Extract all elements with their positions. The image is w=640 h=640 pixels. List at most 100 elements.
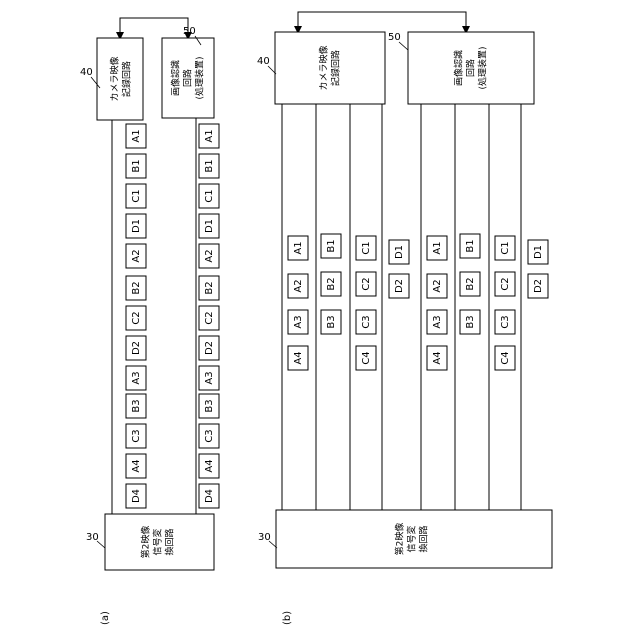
panel-b-camera-frame-label: D2: [394, 279, 405, 293]
panel-a-second-video-converter-text: 第2映像 信号変 換回路: [140, 526, 176, 559]
panel-a-camera-frame-label: C1: [131, 189, 142, 202]
panel-a-recog-frame-label: B2: [204, 281, 215, 294]
panel-a-recog-frame-label: A4: [204, 459, 215, 472]
panel-b-recog-frame-label: A4: [432, 351, 443, 364]
panel-a-camera-frame: C3: [126, 424, 146, 448]
panel-a-camera-frame: C2: [126, 306, 146, 330]
panel-a-camera-frame-label: A4: [131, 459, 142, 472]
panel-a: (a) カメラ映像 記録回路 40 画像認識 回路 (処理装置) 50 第2映像…: [80, 18, 219, 625]
panel-b-ref-40: 40: [257, 56, 270, 67]
panel-a-recog-frame: D2: [199, 336, 219, 360]
panel-a-camera-frame-sequence: A1B1C1D1A2B2C2D2A3B3C3A4D4: [126, 124, 146, 508]
panel-b-recog-frame-label: D1: [533, 245, 544, 259]
panel-b-ref-50-leader: [399, 42, 408, 50]
panel-a-recog-frame: B2: [199, 276, 219, 300]
panel-a-recog-frame: B1: [199, 154, 219, 178]
panel-b-camera-frame-label: A1: [293, 241, 304, 254]
panel-a-ref-50: 50: [183, 26, 196, 37]
panel-b-recog-frame-label: C4: [500, 351, 511, 364]
panel-b-camera-frame: B2: [321, 272, 341, 296]
panel-b-recog-frame: A2: [427, 274, 447, 298]
panel-a-recog-frame-label: A3: [204, 371, 215, 384]
panel-a-ref-30-leader: [97, 541, 105, 548]
panel-a-converter-line-3: 換回路: [164, 528, 176, 555]
panel-b-camera-frame-label: C4: [361, 351, 372, 364]
panel-b-recog-frame-label: B2: [465, 277, 476, 290]
panel-b-camera-recording-circuit-box: [275, 32, 385, 104]
panel-a-recog-frame-label: A2: [204, 249, 215, 262]
panel-b-second-video-converter-text: 第2映像 信号変 換回路: [394, 523, 430, 556]
panel-a-recog-frame-label: B3: [204, 399, 215, 412]
panel-a-recog-frame: A1: [199, 124, 219, 148]
panel-a-recog-frame-label: D1: [204, 219, 215, 233]
panel-b-link-arrow: [298, 12, 466, 32]
panel-b-recog-frame: D2: [528, 274, 548, 298]
panel-a-recog-frame-label: B1: [204, 159, 215, 172]
panel-a-camera-frame: B1: [126, 154, 146, 178]
panel-a-recog-frame: A3: [199, 366, 219, 390]
panel-b-camera-frame: C3: [356, 310, 376, 334]
panel-b-camera-frame-label: C1: [361, 241, 372, 254]
panel-a-camera-frame: D4: [126, 484, 146, 508]
panel-a-camera-frame-label: C3: [131, 429, 142, 442]
panel-a-camera-frame: A2: [126, 244, 146, 268]
panel-b-recog-frame: C1: [495, 236, 515, 260]
panel-a-recog-line-3: (処理装置): [194, 56, 206, 99]
panel-a-camera-frame: D2: [126, 336, 146, 360]
panel-a-recog-line-1: 画像認識: [170, 60, 182, 96]
panel-a-camera-line-2: 記録回路: [121, 61, 133, 97]
panel-a-recog-frame-label: D4: [204, 489, 215, 503]
panel-b-recog-line-3: (処理装置): [477, 46, 489, 89]
panel-b-recog-frame: A1: [427, 236, 447, 260]
panel-b-camera-frame-label: A3: [293, 315, 304, 328]
panel-a-recog-frame-label: C1: [204, 189, 215, 202]
panel-a-link-arrow: [120, 18, 188, 38]
panel-b-camera-frame: B1: [321, 234, 341, 258]
panel-b-converter-line-1: 第2映像: [394, 523, 406, 556]
panel-b-recog-frame-grid: A1A2A3A4B1B2B3C1C2C3C4D1D2: [427, 234, 548, 370]
panel-b-recog-frame: C4: [495, 346, 515, 370]
panel-b-camera-frame: B3: [321, 310, 341, 334]
panel-b-converter-line-3: 換回路: [418, 525, 430, 552]
panel-b-recog-frame-label: C1: [500, 241, 511, 254]
panel-b-recog-frame-label: C2: [500, 277, 511, 290]
panel-b-recog-frame-label: A1: [432, 241, 443, 254]
panel-a-camera-frame: A3: [126, 366, 146, 390]
panel-a-recog-frame: D1: [199, 214, 219, 238]
panel-b-recog-frame: A3: [427, 310, 447, 334]
panel-b-recog-frame: C3: [495, 310, 515, 334]
panel-a-camera-frame: B2: [126, 276, 146, 300]
panel-b-camera-frame-label: C2: [361, 277, 372, 290]
panel-b-camera-frame: C1: [356, 236, 376, 260]
panel-b-caption: (b): [282, 611, 293, 625]
panel-b-camera-frame-label: B3: [326, 315, 337, 328]
panel-b-recog-frame: A4: [427, 346, 447, 370]
panel-a-recog-frame: C3: [199, 424, 219, 448]
panel-b-camera-frame-label: B2: [326, 277, 337, 290]
panel-a-recog-frame: B3: [199, 394, 219, 418]
panel-a-camera-frame-label: A2: [131, 249, 142, 262]
panel-b-recog-line-1: 画像認識: [453, 50, 465, 86]
panel-a-converter-line-1: 第2映像: [140, 526, 152, 559]
panel-a-camera-frame: C1: [126, 184, 146, 208]
panel-b-camera-frame: A4: [288, 346, 308, 370]
panel-a-camera-frame-label: B2: [131, 281, 142, 294]
panel-b-camera-frame-label: B1: [326, 239, 337, 252]
panel-a-recog-frame: D4: [199, 484, 219, 508]
panel-b-camera-frame: A2: [288, 274, 308, 298]
panel-b-recog-frame-label: A3: [432, 315, 443, 328]
panel-b-converter-line-2: 信号変: [406, 525, 418, 552]
panel-a-camera-frame-label: B1: [131, 159, 142, 172]
panel-a-recog-frame: C1: [199, 184, 219, 208]
panel-a-recog-frame-label: C3: [204, 429, 215, 442]
panel-b-recog-frame: B2: [460, 272, 480, 296]
panel-b: (b) カメラ映像 記録回路 40 画像認識 回路 (処理装置) 50: [257, 12, 552, 625]
panel-b-camera-frame: D2: [389, 274, 409, 298]
panel-a-recog-frame-label: D2: [204, 341, 215, 355]
panel-b-recog-frame-label: B1: [465, 239, 476, 252]
panel-a-camera-frame-label: D1: [131, 219, 142, 233]
panel-a-camera-frame: B3: [126, 394, 146, 418]
panel-a-recog-frame-label: C2: [204, 311, 215, 324]
panel-b-recog-frame: B1: [460, 234, 480, 258]
panel-a-camera-frame: A1: [126, 124, 146, 148]
